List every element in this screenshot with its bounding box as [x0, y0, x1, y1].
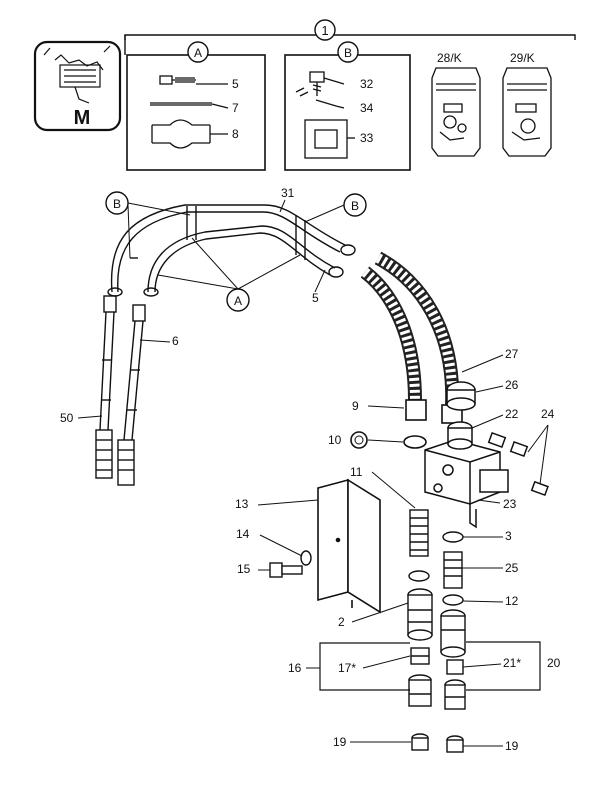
coupling-2b: [440, 609, 466, 658]
fitting-22: [447, 421, 473, 450]
bolt-15: [269, 562, 303, 578]
callout-3: 3: [505, 529, 512, 543]
callout-20: 20: [547, 656, 561, 670]
callout-11: 11: [350, 465, 363, 479]
parts-24: [487, 431, 549, 497]
callout-9: 9: [352, 399, 359, 413]
callout-13: 13: [235, 497, 249, 511]
callout-19a: 19: [333, 735, 347, 749]
pipe-callout-b-right: B: [304, 193, 367, 223]
spring-25: [443, 551, 463, 589]
callout-50: 50: [60, 411, 74, 425]
callout-10: 10: [328, 433, 342, 447]
kit-a-box: A 5 7 8: [126, 41, 266, 171]
corrugated-hose-9: [360, 266, 427, 421]
callout-28k: 28/K: [437, 51, 462, 65]
callout-5: 5: [232, 77, 239, 91]
bracket-16: [319, 642, 410, 691]
kit-bag-28k: [431, 67, 481, 157]
nut-21: [446, 659, 464, 675]
callout-24: 24: [541, 407, 555, 421]
pipe-callout-b-left: B: [105, 191, 191, 259]
callout-26: 26: [505, 378, 519, 392]
callout-8: 8: [232, 127, 239, 141]
callout-21: 21*: [503, 656, 521, 670]
washer-14: [300, 550, 312, 566]
callout-6: 6: [172, 334, 179, 348]
callout-2a: 2: [338, 615, 345, 629]
svg-text:B: B: [351, 199, 359, 213]
kit-b-box: B 32 34 33: [284, 41, 411, 171]
callout-22: 22: [505, 407, 519, 421]
svg-text:A: A: [234, 294, 242, 308]
bracket-20: [466, 641, 541, 691]
seal-ring-10: [350, 431, 427, 449]
kit-bag-29k: [502, 67, 552, 157]
bracket-plate-13: [317, 478, 381, 614]
spring-11: [409, 509, 429, 557]
callout-19b: 19: [505, 739, 519, 753]
cap-19a: [411, 733, 429, 751]
callout-23: 23: [503, 497, 517, 511]
nipple-17: [410, 647, 430, 665]
coupling-half-right: [444, 679, 466, 710]
machine-badge: M: [33, 40, 122, 132]
callout-1: 1: [314, 19, 336, 41]
kit-a-label: A: [194, 46, 202, 60]
callout-32: 32: [360, 77, 374, 91]
callout-7: 7: [232, 101, 239, 115]
callout-25: 25: [505, 561, 519, 575]
callout-5-pipe: 5: [312, 291, 319, 305]
callout-29k: 29/K: [510, 51, 535, 65]
fitting-26: [446, 381, 476, 411]
ring-12: [442, 594, 464, 606]
rigid-pipes: [107, 204, 356, 297]
ring-3: [442, 531, 464, 543]
callout-15: 15: [237, 562, 251, 576]
callout-27: 27: [505, 347, 519, 361]
pipe-callout-a: A: [157, 237, 301, 312]
coupling-2a: [407, 588, 433, 641]
callout-33: 33: [360, 131, 374, 145]
cap-19b: [446, 735, 464, 753]
callout-12: 12: [505, 594, 519, 608]
valve-block: [424, 439, 509, 529]
coupling-half-left: [408, 674, 432, 707]
callout-14: 14: [236, 527, 250, 541]
badge-letter: M: [74, 107, 91, 129]
callout-17: 17*: [338, 661, 356, 675]
kit-bracket: [124, 34, 576, 55]
kit-b-label: B: [344, 46, 352, 60]
hose-6: [117, 304, 146, 486]
callout-16: 16: [288, 661, 302, 675]
hose-50: [95, 295, 117, 479]
callout-34: 34: [360, 101, 374, 115]
svg-text:B: B: [113, 197, 121, 211]
callout-31: 31: [281, 186, 295, 200]
ring-left: [408, 570, 430, 582]
svg-text:1: 1: [321, 23, 328, 38]
